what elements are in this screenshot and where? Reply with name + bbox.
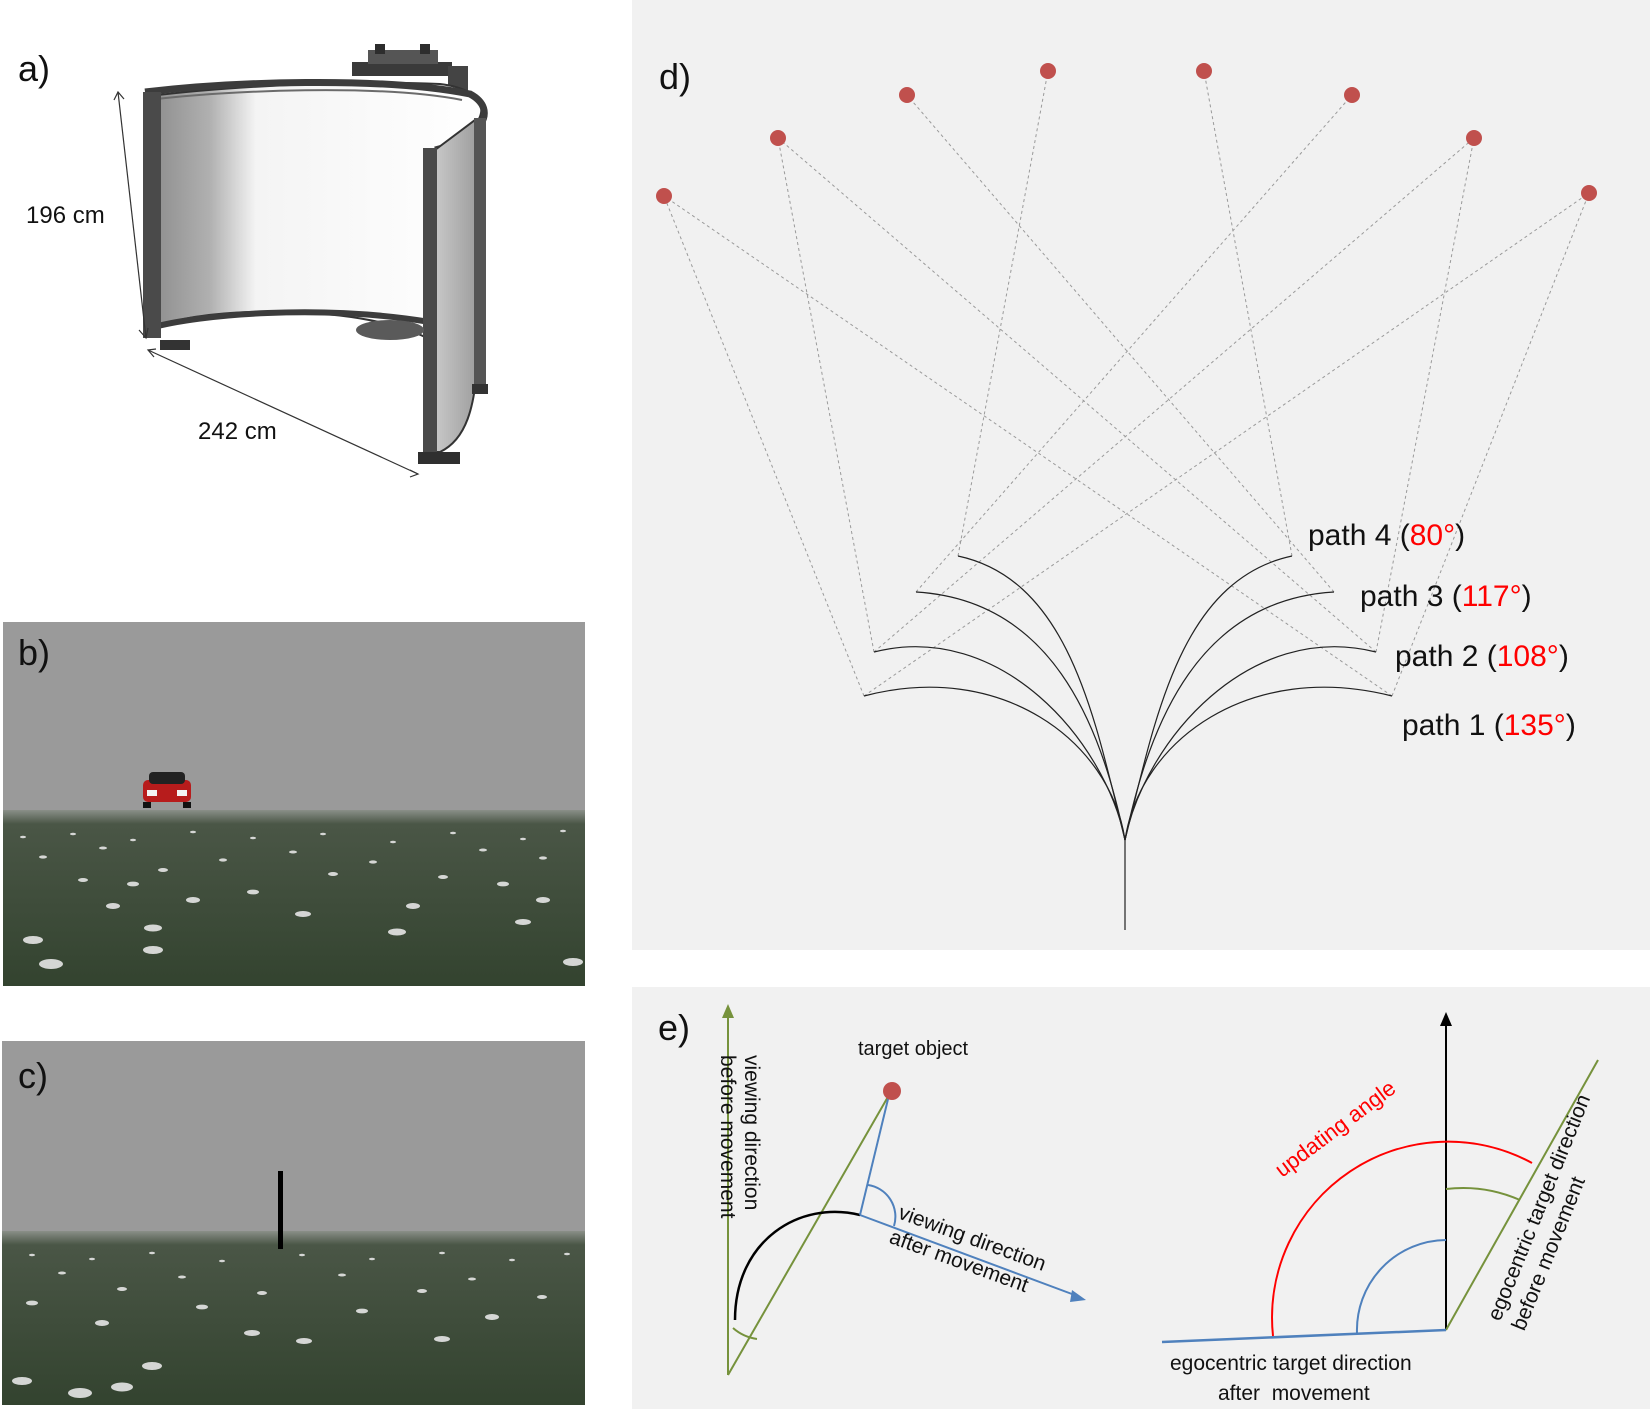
target-dot [1581, 185, 1597, 201]
paths-diagram: path 4 (80°) path 3 (117°) path 2 (108°)… [656, 63, 1597, 930]
ground-dots [12, 1251, 570, 1398]
panel-a: a) [0, 0, 600, 560]
red-car [143, 772, 191, 808]
pole-marker [278, 1171, 283, 1249]
panel-d: d) [632, 0, 1650, 950]
svg-text:viewing direction: viewing direction [740, 1055, 763, 1210]
target-dot [1344, 87, 1360, 103]
path-3-label: path 3 (117°) [1360, 580, 1532, 613]
width-dimension: 242 cm [198, 418, 277, 445]
sky [2, 1041, 585, 1233]
sight-lines [663, 70, 1590, 697]
ego-after-label-1: egocentric target direction [1170, 1352, 1412, 1375]
target-dot [770, 130, 786, 146]
svg-text:before movement: before movement [716, 1055, 739, 1219]
panel-c: c) [2, 1041, 585, 1405]
panel-e-label: e) [658, 1007, 691, 1048]
target-dot [656, 188, 672, 204]
side-panel [434, 118, 480, 453]
path-1-label: path 1 (135°) [1402, 709, 1576, 742]
updating-angle-label: updating angle [1270, 1075, 1400, 1182]
panel-c-label: c) [18, 1055, 48, 1096]
curved-screen-illustration [113, 44, 488, 478]
angle-diagram: target object viewing direction before m… [716, 1004, 1599, 1405]
ego-before-label: egocentric target direction before movem… [1483, 1091, 1595, 1333]
target-dot [1466, 130, 1482, 146]
path-4-label: path 4 (80°) [1308, 519, 1465, 552]
target-dot [1040, 63, 1056, 79]
scene-car [3, 622, 585, 986]
target-object-label: target object [858, 1038, 969, 1060]
left-post [143, 92, 161, 338]
panel-b-label: b) [18, 632, 51, 673]
target-dots [656, 63, 1597, 204]
viewing-after-label: viewing direction after movement [886, 1201, 1049, 1297]
panel-a-label: a) [18, 48, 51, 89]
sky [3, 622, 585, 812]
left-geometry [722, 1004, 1086, 1376]
target-object-dot [883, 1082, 901, 1100]
path-2-label: path 2 (108°) [1395, 640, 1569, 673]
target-dot [899, 87, 915, 103]
height-dimension: 196 cm [26, 202, 105, 229]
ground-plane [3, 810, 585, 986]
panel-d-label: d) [659, 56, 692, 97]
ground-dots [20, 829, 583, 969]
dimension-lines [113, 90, 420, 478]
walking-paths [863, 555, 1393, 930]
target-dot [1196, 63, 1212, 79]
viewing-before-label: viewing direction before movement [716, 1055, 763, 1219]
ego-after-label-2: after movement [1218, 1382, 1370, 1405]
right-geometry [1161, 1012, 1599, 1344]
panel-b: b) [3, 622, 585, 986]
scene-pole [2, 1041, 585, 1405]
panel-e: e) target object viewing direction befor… [632, 987, 1650, 1409]
